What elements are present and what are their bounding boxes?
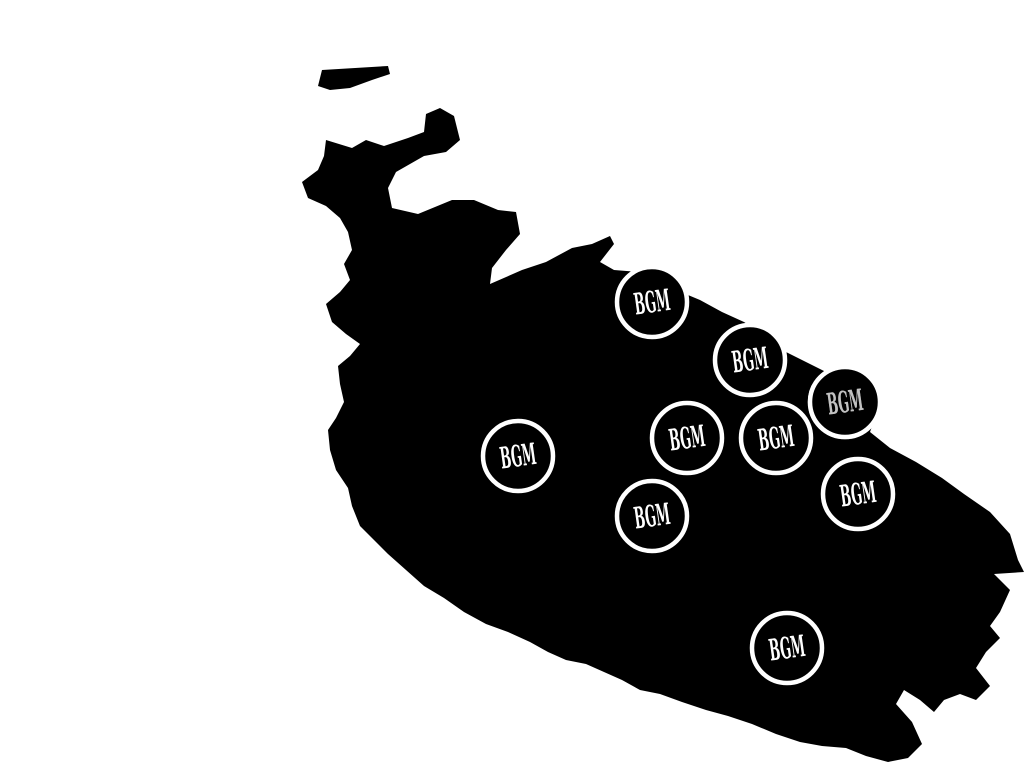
map-marker[interactable]: BGM bbox=[749, 610, 825, 686]
marker-label: BGM bbox=[767, 628, 808, 668]
map-marker[interactable]: BGM bbox=[712, 322, 788, 398]
markers-layer: BGMBGMBGMBGMBGMBGMBGMBGMBGMBGM bbox=[480, 264, 896, 686]
marker-ring-icon bbox=[480, 418, 556, 494]
marker-label: BGM bbox=[756, 418, 797, 458]
marker-label: BGM bbox=[632, 496, 673, 536]
marker-label: BGM bbox=[825, 382, 866, 422]
map-marker[interactable]: BGM bbox=[820, 456, 896, 532]
marker-ring-icon bbox=[614, 264, 690, 340]
marker-ring-icon bbox=[749, 610, 825, 686]
map-marker[interactable]: BGM bbox=[807, 364, 883, 440]
map-marker[interactable]: BGM bbox=[480, 418, 556, 494]
marker-ring-icon bbox=[649, 400, 725, 476]
marker-label: BGM bbox=[632, 282, 673, 322]
marker-label: BGM bbox=[498, 436, 539, 476]
marker-label: BGM bbox=[730, 340, 771, 380]
marker-ring-icon bbox=[712, 322, 788, 398]
map-marker[interactable]: BGM bbox=[614, 264, 690, 340]
map-marker[interactable]: BGM bbox=[614, 478, 690, 554]
map-marker[interactable]: BGM bbox=[738, 400, 814, 476]
marker-ring-icon bbox=[820, 456, 896, 532]
islet-shape bbox=[318, 66, 390, 90]
marker-label: BGM bbox=[667, 418, 708, 458]
marker-ring-icon bbox=[807, 364, 883, 440]
marker-ring-icon bbox=[738, 400, 814, 476]
map-marker[interactable]: BGM bbox=[649, 400, 725, 476]
marker-label: BGM bbox=[838, 474, 879, 514]
marker-ring-icon bbox=[614, 478, 690, 554]
